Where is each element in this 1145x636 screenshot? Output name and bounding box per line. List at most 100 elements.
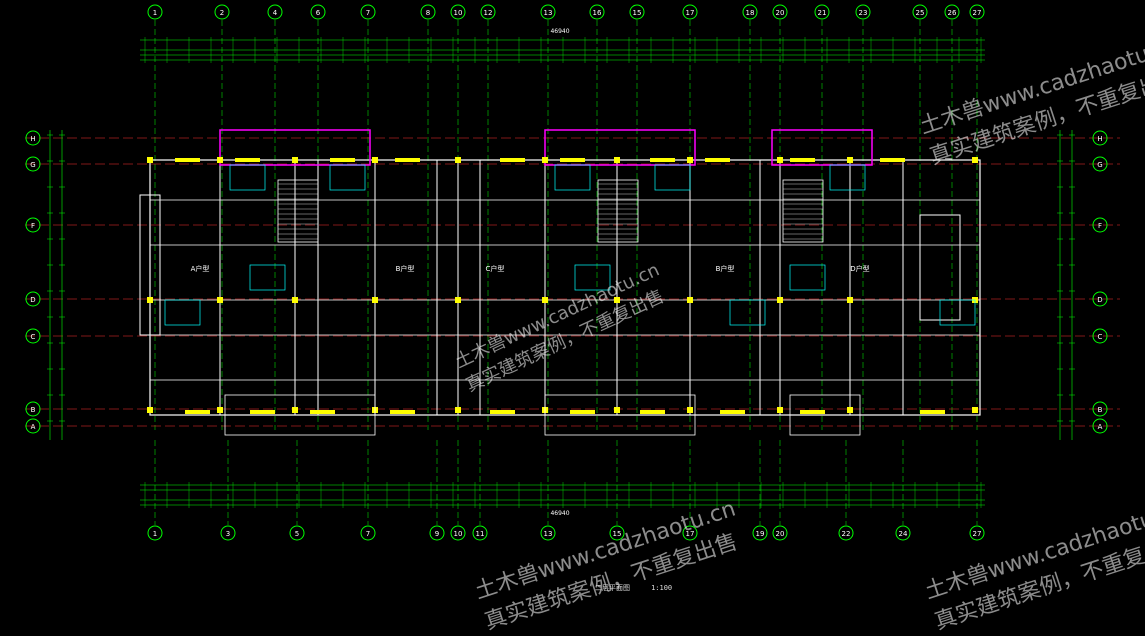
stair-outline xyxy=(597,179,639,243)
axis-bubble-top xyxy=(589,4,605,20)
axis-bubble-top xyxy=(814,4,830,20)
axis-label-bottom: 3 xyxy=(226,530,230,538)
axis-label-left: F xyxy=(31,222,35,230)
axis-label-top: 2 xyxy=(220,9,224,17)
axis-bubble-top xyxy=(420,4,436,20)
axis-label-bottom: 9 xyxy=(435,530,439,538)
axis-label-right: B xyxy=(1098,406,1103,414)
axis-label-top: 27 xyxy=(973,9,982,17)
fixture-outline xyxy=(164,299,201,326)
window xyxy=(640,410,665,414)
unit-label: B户型 xyxy=(716,264,735,273)
fixture-outline xyxy=(329,164,366,191)
axis-bubble-bottom xyxy=(147,525,163,541)
axis-label-left: D xyxy=(30,296,35,304)
column xyxy=(972,157,978,163)
exterior-wall xyxy=(149,159,981,416)
column xyxy=(687,157,693,163)
axis-label-top: 8 xyxy=(426,9,430,17)
column xyxy=(292,157,298,163)
axis-bubble-bottom xyxy=(969,525,985,541)
axis-bubble-bottom xyxy=(450,525,466,541)
axis-bubble-right xyxy=(1092,156,1108,172)
column xyxy=(847,297,853,303)
axis-label-bottom: 17 xyxy=(686,530,695,538)
axis-label-bottom: 11 xyxy=(476,530,485,538)
column xyxy=(147,157,153,163)
column xyxy=(614,297,620,303)
bottom-balcony xyxy=(224,394,376,436)
fixture-outline xyxy=(829,164,866,191)
column xyxy=(372,297,378,303)
column xyxy=(455,297,461,303)
axis-label-top: 15 xyxy=(633,9,642,17)
axis-bubble-top xyxy=(450,4,466,20)
window xyxy=(390,410,415,414)
window xyxy=(650,158,675,162)
axis-label-top: 13 xyxy=(544,9,553,17)
axis-bubble-left xyxy=(25,130,41,146)
window xyxy=(490,410,515,414)
column xyxy=(847,157,853,163)
window xyxy=(790,158,815,162)
column xyxy=(217,157,223,163)
axis-bubble-top xyxy=(682,4,698,20)
fixture-outline xyxy=(229,164,266,191)
axis-label-top: 12 xyxy=(484,9,493,17)
axis-label-right: G xyxy=(1097,161,1102,169)
axis-bubble-top xyxy=(214,4,230,20)
axis-bubble-top xyxy=(147,4,163,20)
axis-label-top: 6 xyxy=(316,9,321,17)
fixture-outline xyxy=(249,264,286,291)
column xyxy=(542,297,548,303)
column xyxy=(542,157,548,163)
window xyxy=(880,158,905,162)
axis-bubble-top xyxy=(912,4,928,20)
axis-bubble-bottom xyxy=(895,525,911,541)
window xyxy=(570,410,595,414)
axis-bubble-bottom xyxy=(472,525,488,541)
column xyxy=(147,297,153,303)
axis-bubble-bottom xyxy=(609,525,625,541)
axis-bubble-top xyxy=(267,4,283,20)
dim-total-top: 46940 xyxy=(550,28,569,35)
axis-bubble-bottom xyxy=(682,525,698,541)
column xyxy=(292,407,298,413)
axis-label-right: H xyxy=(1097,135,1102,143)
fixture-outline xyxy=(729,299,766,326)
window xyxy=(500,158,525,162)
axis-bubble-right xyxy=(1092,217,1108,233)
axis-label-bottom: 27 xyxy=(973,530,982,538)
axis-bubble-right xyxy=(1092,401,1108,417)
window xyxy=(330,158,355,162)
axis-label-top: 25 xyxy=(916,9,925,17)
window xyxy=(800,410,825,414)
axis-bubble-bottom xyxy=(838,525,854,541)
axis-label-top: 18 xyxy=(746,9,755,17)
axis-bubble-top xyxy=(742,4,758,20)
axis-bubble-top xyxy=(310,4,326,20)
column xyxy=(614,157,620,163)
column xyxy=(614,407,620,413)
window xyxy=(705,158,730,162)
axis-label-top: 10 xyxy=(454,9,463,17)
fixture-outline xyxy=(789,264,826,291)
window xyxy=(250,410,275,414)
axis-label-top: 1 xyxy=(153,9,157,17)
column xyxy=(372,157,378,163)
column xyxy=(777,407,783,413)
axis-bubble-left xyxy=(25,328,41,344)
axis-bubble-bottom xyxy=(289,525,305,541)
window xyxy=(310,410,335,414)
axis-label-bottom: 10 xyxy=(454,530,463,538)
column xyxy=(147,407,153,413)
fixture-outline xyxy=(554,164,591,191)
axis-bubble-left xyxy=(25,156,41,172)
unit-label: B户型 xyxy=(396,264,415,273)
fixture-outline xyxy=(654,164,691,191)
axis-label-bottom: 19 xyxy=(756,530,765,538)
axis-bubble-right xyxy=(1092,328,1108,344)
axis-bubble-bottom xyxy=(540,525,556,541)
column xyxy=(847,407,853,413)
axis-label-right: A xyxy=(1098,423,1103,431)
